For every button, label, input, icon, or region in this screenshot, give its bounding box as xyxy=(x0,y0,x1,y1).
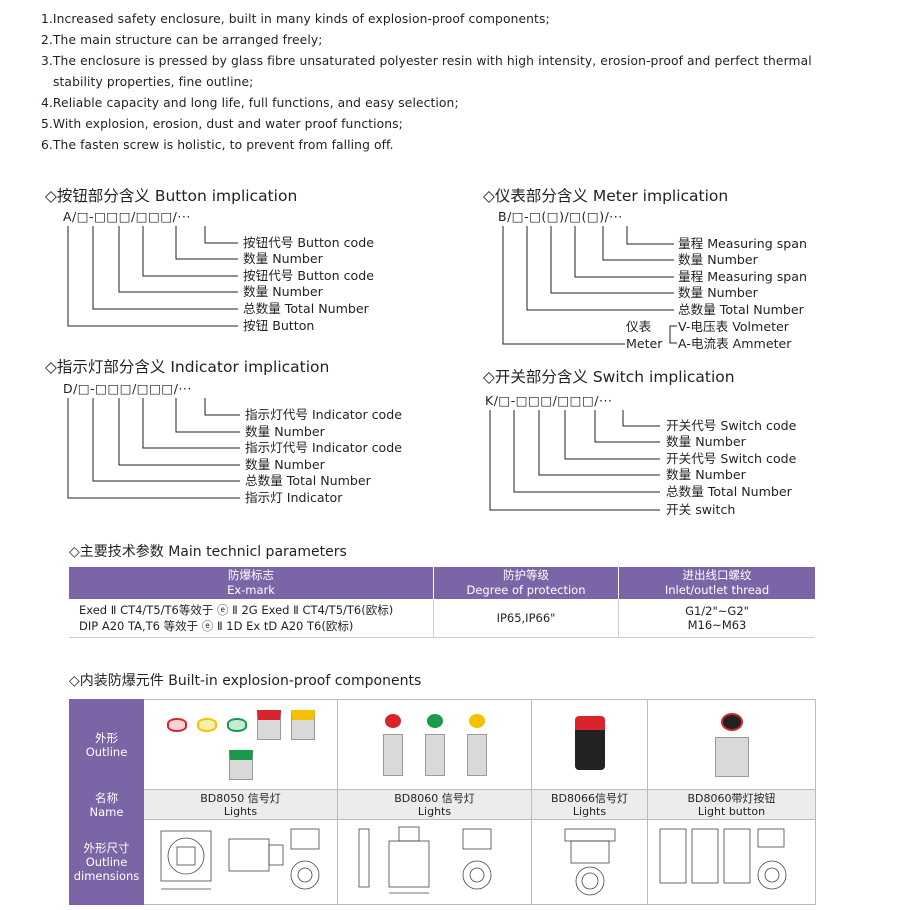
bd8066-lamp-icon xyxy=(574,716,605,770)
meter-label-1: 量程 Measuring span xyxy=(678,236,807,251)
params-thread-cell: G1/2"~G2"M16~M63 xyxy=(618,599,815,638)
feature-3-cont: stability properties, fine outline; xyxy=(53,75,254,89)
feature-3: 3.The enclosure is pressed by glass fibr… xyxy=(41,54,812,68)
meter-code-format: B/□-□(□)/□(□)/··· xyxy=(498,209,623,224)
button-label-3: 按钮代号 Button code xyxy=(243,268,374,283)
button-label-4: 数量 Number xyxy=(243,284,323,299)
meter-label-3: 量程 Measuring span xyxy=(678,269,807,284)
feature-1: 1.Increased safety enclosure, built in m… xyxy=(41,12,550,26)
dims-bd8060 xyxy=(337,819,532,905)
red-light-unit-icon xyxy=(382,713,403,776)
switch-label-6: 开关 switch xyxy=(666,502,736,517)
bd8066-dimension-drawing xyxy=(564,828,615,895)
meter-label-en: Meter xyxy=(626,336,663,351)
red-lamp-cap-icon xyxy=(166,717,187,732)
switch-label-4: 数量 Number xyxy=(666,467,746,482)
button-code-format: A/□-□□□/□□□/··· xyxy=(63,209,191,224)
feature-4: 4.Reliable capacity and long life, full … xyxy=(41,96,459,110)
button-label-6: 按钮 Button xyxy=(243,318,315,333)
indicator-label-6: 指示灯 Indicator xyxy=(245,490,343,505)
green-light-unit-icon xyxy=(424,713,445,776)
switch-label-5: 总数量 Total Number xyxy=(666,484,792,499)
indicator-label-4: 数量 Number xyxy=(245,457,325,472)
indicator-label-1: 指示灯代号 Indicator code xyxy=(245,407,402,422)
indicator-implication-title: ◇指示灯部分含义 Indicator implication xyxy=(45,358,330,376)
light-button-unit-icon xyxy=(714,712,749,777)
components-title: ◇内装防爆元件 Built-in explosion-proof compone… xyxy=(69,673,422,689)
button-label-1: 按钮代号 Button code xyxy=(243,235,374,250)
dims-bd8050 xyxy=(143,819,338,905)
meter-amm: A-电流表 Ammeter xyxy=(678,336,792,351)
button-label-5: 总数量 Total Number xyxy=(243,301,369,316)
implication-tree-lines xyxy=(67,226,677,511)
feature-6: 6.The fasten screw is holistic, to preve… xyxy=(41,138,394,152)
feature-2: 2.The main structure can be arranged fre… xyxy=(41,33,323,47)
button-implication-title: ◇按钮部分含义 Button implication xyxy=(45,187,298,205)
outline-bd8066 xyxy=(531,699,648,790)
meter-label-5: 总数量 Total Number xyxy=(678,302,804,317)
meter-label-4: 数量 Number xyxy=(678,285,758,300)
dims-bd8060-button xyxy=(647,819,816,905)
bd8050-dimension-drawing xyxy=(160,828,319,889)
indicator-code-format: D/□-□□□/□□□/··· xyxy=(63,381,192,396)
indicator-label-5: 总数量 Total Number xyxy=(245,473,371,488)
outline-bd8050 xyxy=(143,699,338,790)
switch-implication-title: ◇开关部分含义 Switch implication xyxy=(483,368,735,386)
yellow-lamp-cap-icon xyxy=(196,717,217,732)
switch-label-1: 开关代号 Switch code xyxy=(666,418,797,433)
green-lamp-cap-icon xyxy=(226,717,247,732)
yellow-lamp-body-icon xyxy=(290,709,315,740)
indicator-label-3: 指示灯代号 Indicator code xyxy=(245,440,402,455)
red-lamp-body-icon xyxy=(256,709,281,740)
button-label-2: 数量 Number xyxy=(243,251,323,266)
indicator-label-2: 数量 Number xyxy=(245,424,325,439)
meter-volt: V-电压表 Volmeter xyxy=(678,319,789,334)
feature-5: 5.With explosion, erosion, dust and wate… xyxy=(41,117,403,131)
meter-label-2: 数量 Number xyxy=(678,252,758,267)
params-exmark-cell: Exed Ⅱ CT4/T5/T6等效于 ⓔ Ⅱ 2G Exed Ⅱ CT4/T5… xyxy=(69,599,434,638)
switch-code-format: K/□-□□□/□□□/··· xyxy=(485,393,613,408)
switch-label-2: 数量 Number xyxy=(666,434,746,449)
params-protection-cell: IP65,IP66" xyxy=(433,599,619,638)
green-lamp-body-icon xyxy=(228,749,253,780)
meter-label-cn: 仪表 xyxy=(626,319,652,334)
bd8060-dimension-drawing xyxy=(358,826,491,893)
outline-bd8060 xyxy=(337,699,532,790)
outline-bd8060-button xyxy=(647,699,816,790)
yellow-light-unit-icon xyxy=(466,713,487,776)
dims-bd8066 xyxy=(531,819,648,905)
bd8060-button-dimension-drawing xyxy=(659,828,786,889)
params-title: ◇主要技术参数 Main technicl parameters xyxy=(69,544,347,560)
meter-implication-title: ◇仪表部分含义 Meter implication xyxy=(483,187,729,205)
switch-label-3: 开关代号 Switch code xyxy=(666,451,797,466)
